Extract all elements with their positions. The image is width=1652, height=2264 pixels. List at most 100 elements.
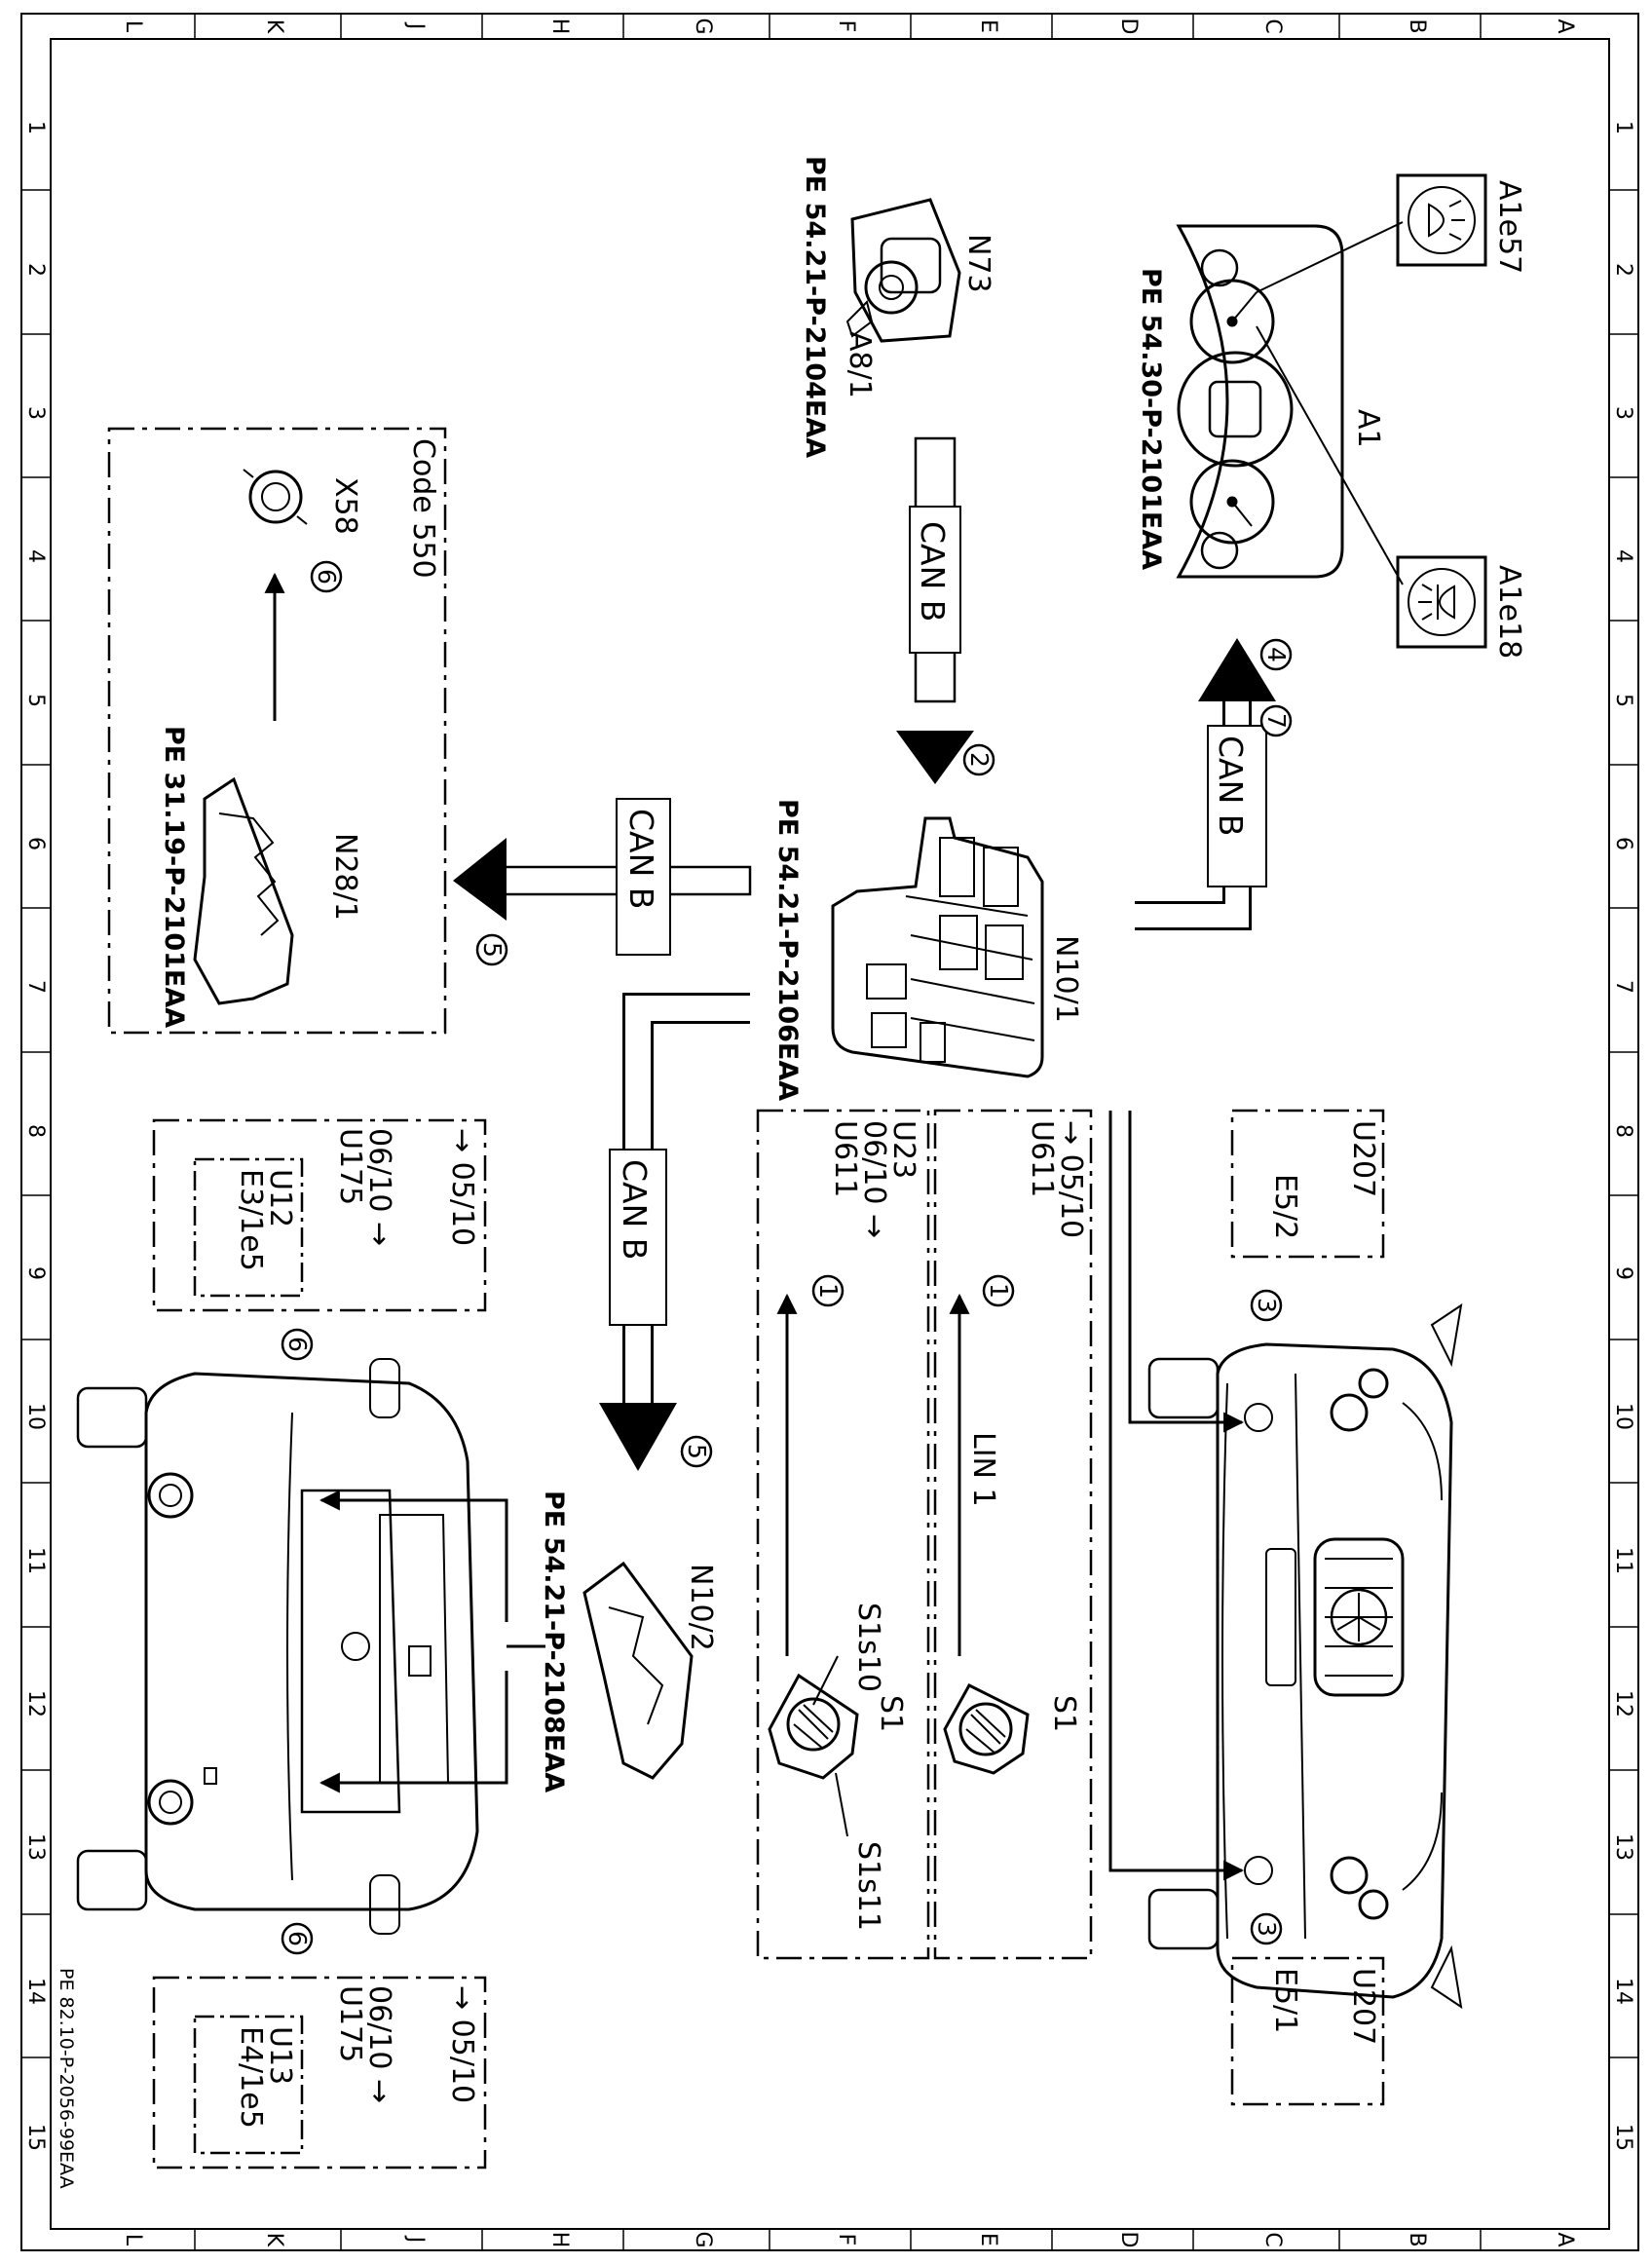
grid-row-6: 6 <box>23 837 48 850</box>
k-bot-date-before: → 05/10 <box>445 1985 479 2103</box>
grid-row-4-right: 4 <box>1611 549 1635 563</box>
u23-box: U23 06/10 → U611 <box>756 1109 930 1960</box>
can-b-link-n10-1-a1: CAN B <box>1135 638 1276 930</box>
grid-row-14-right: 14 <box>1611 1978 1635 2005</box>
k-bot-e: E4/1e5 <box>234 2026 268 2129</box>
grid-col-e-bottom: E <box>976 2233 1000 2246</box>
grid-row-2: 2 <box>23 263 48 277</box>
grid-col-b: B <box>1405 19 1429 33</box>
grid-row-5: 5 <box>23 694 48 707</box>
ignition-switch-icon <box>845 198 961 343</box>
n10-1-label: N10/1 <box>1049 935 1083 1023</box>
light-switch-icon-upper <box>943 1683 1030 1775</box>
k-top-date-before: → 05/10 <box>445 1128 479 1246</box>
sam-module-icon <box>831 816 1044 1078</box>
step-6b: 6 <box>283 1337 312 1352</box>
step-2: 2 <box>965 752 994 768</box>
s1-label-upper: S1 <box>1047 1695 1081 1732</box>
n73-label: N73 <box>961 234 995 293</box>
n10-2-label: N10/2 <box>684 1564 718 1651</box>
grid-col-c-bottom: C <box>1260 2232 1285 2246</box>
step-circle-2 <box>962 743 995 776</box>
date-before-label: → 05/10 <box>1054 1120 1088 1238</box>
arrow-e3-1e5 <box>319 1490 508 1622</box>
step-circle-5b <box>680 1435 713 1468</box>
step-circle-3a <box>1250 1289 1283 1322</box>
s1s10-label: S1s10 <box>851 1603 885 1692</box>
step-circle-4 <box>1259 638 1293 671</box>
grid-row-1-right: 1 <box>1611 121 1635 134</box>
grid-col-d: D <box>1116 19 1141 35</box>
grid-col-k-bottom: K <box>262 2233 286 2247</box>
arrow-e5-1 <box>1108 1111 1245 1881</box>
can-b-label-3: CAN B <box>622 809 660 909</box>
grid-col-a: A <box>1553 19 1577 33</box>
code-550-box: Code 550 <box>107 427 447 1035</box>
step-4: 4 <box>1262 647 1291 662</box>
step-3a: 3 <box>1253 1298 1281 1313</box>
grid-row-13: 13 <box>23 1833 48 1861</box>
k-bot-u175: U175 <box>333 1985 367 2062</box>
a8-1-label: A8/1 <box>843 331 877 398</box>
s1s11-label: S1s11 <box>851 1841 885 1931</box>
grid-col-h-bottom: H <box>547 2232 572 2248</box>
code-550-label: Code 550 <box>406 438 440 579</box>
step-1b: 1 <box>985 1283 1013 1299</box>
u611-box: → 05/10 U611 <box>933 1109 1093 1960</box>
step-7: 7 <box>1262 713 1291 729</box>
step-circle-6b <box>281 1328 314 1361</box>
can-b-link-n10-1-n10-2: CAN B <box>599 993 750 1471</box>
k-top-u175: U175 <box>333 1128 367 1205</box>
grid-col-f: F <box>834 20 858 33</box>
grid-col-l-bottom: L <box>121 2234 145 2246</box>
grid-row-1: 1 <box>23 121 48 134</box>
grid-number-ticks <box>21 189 1638 2058</box>
n10-2-reference: PE 54.21-P-2108EAA <box>539 1490 569 1792</box>
can-b-link-n10-1-n28-1: CAN B <box>453 798 752 956</box>
rear-sam-module-icon <box>582 1561 694 1780</box>
step-circle-6a <box>310 560 343 593</box>
grid-row-3-right: 3 <box>1611 406 1635 420</box>
grid-col-k: K <box>262 19 286 34</box>
k-box-bottom: → 05/10 06/10 → U175 U13 E4/1e5 <box>152 1976 487 2170</box>
u611-label-a: U611 <box>828 1120 862 1197</box>
can-b-label-1: CAN B <box>914 521 952 622</box>
grid-row-13-right: 13 <box>1611 1833 1635 1861</box>
step-5b: 5 <box>683 1444 711 1459</box>
lin-1-label: LIN 1 <box>966 1432 1000 1507</box>
trailer-module-icon <box>193 776 294 1005</box>
grid-row-4: 4 <box>23 549 48 563</box>
k-top-e: E3/1e5 <box>234 1169 268 1271</box>
u207-label-top: U207 <box>1346 1120 1380 1197</box>
grid-col-g-bottom: G <box>691 2231 715 2247</box>
grid-row-11-right: 11 <box>1611 1547 1635 1574</box>
date-after-label: 06/10 → <box>857 1120 891 1238</box>
n28-1-label: N28/1 <box>328 833 362 921</box>
s1-label-lower: S1 <box>874 1695 908 1732</box>
trailer-socket-icon <box>243 469 308 525</box>
vehicle-front-view-icon <box>1147 1302 1463 2010</box>
grid-row-10: 10 <box>23 1403 48 1430</box>
k-box-top: → 05/10 06/10 → U175 U12 E3/1e5 <box>152 1118 487 1312</box>
grid-row-7-right: 7 <box>1611 980 1635 994</box>
a1-reference: PE 54.30-P-2101EAA <box>1136 268 1166 570</box>
step-5a: 5 <box>478 942 507 958</box>
u207-label-bottom: U207 <box>1346 1968 1380 2045</box>
grid-row-12: 12 <box>23 1690 48 1717</box>
grid-col-e: E <box>976 19 1000 33</box>
light-switch-icon-lower <box>768 1655 859 1837</box>
grid-row-15-right: 15 <box>1611 2124 1635 2151</box>
grid-col-h: H <box>547 19 572 35</box>
e5-1-label: E5/1 <box>1268 1968 1302 2033</box>
step-circle-5a <box>475 933 508 966</box>
step-circle-1a <box>811 1274 845 1307</box>
step-circle-6c <box>281 1922 314 1955</box>
a1-label: A1 <box>1351 409 1385 448</box>
n73-reference: PE 54.21-P-2104EAA <box>800 156 830 458</box>
grid-col-d-bottom: D <box>1116 2232 1141 2248</box>
grid-row-15: 15 <box>23 2124 48 2151</box>
grid-row-8-right: 8 <box>1611 1124 1635 1138</box>
instrument-cluster-icon <box>1176 221 1404 585</box>
grid-col-c: C <box>1260 19 1285 33</box>
grid-row-11: 11 <box>23 1547 48 1574</box>
